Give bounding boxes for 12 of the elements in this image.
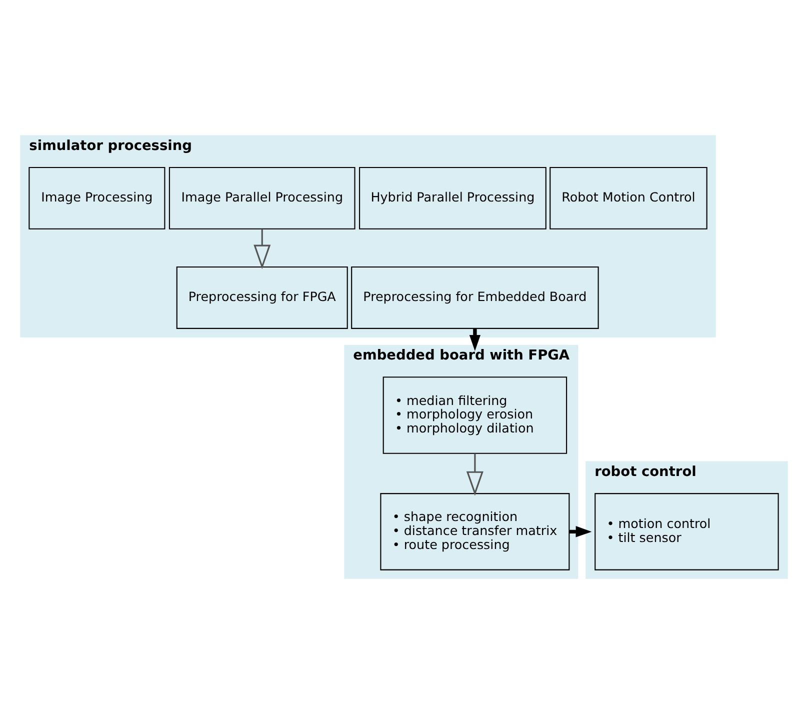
node-box: • shape recognition • distance transfer matrix • route processing	[380, 492, 570, 570]
node-box: Image Processing	[28, 166, 166, 229]
arrow	[569, 526, 592, 537]
node-box: • motion control • tilt sensor	[594, 492, 779, 570]
node-box: • median filtering • morphology erosion • morphology dilation	[382, 376, 568, 454]
arrow	[254, 228, 271, 269]
node-box: Preprocessing for Embedded Board	[351, 266, 599, 328]
arrow	[466, 452, 484, 496]
node-box: Hybrid Parallel Processing	[359, 166, 546, 229]
node-box: Preprocessing for FPGA	[176, 266, 348, 328]
node-box: Image Parallel Processing	[168, 166, 356, 229]
node-box: Robot Motion Control	[550, 166, 708, 229]
